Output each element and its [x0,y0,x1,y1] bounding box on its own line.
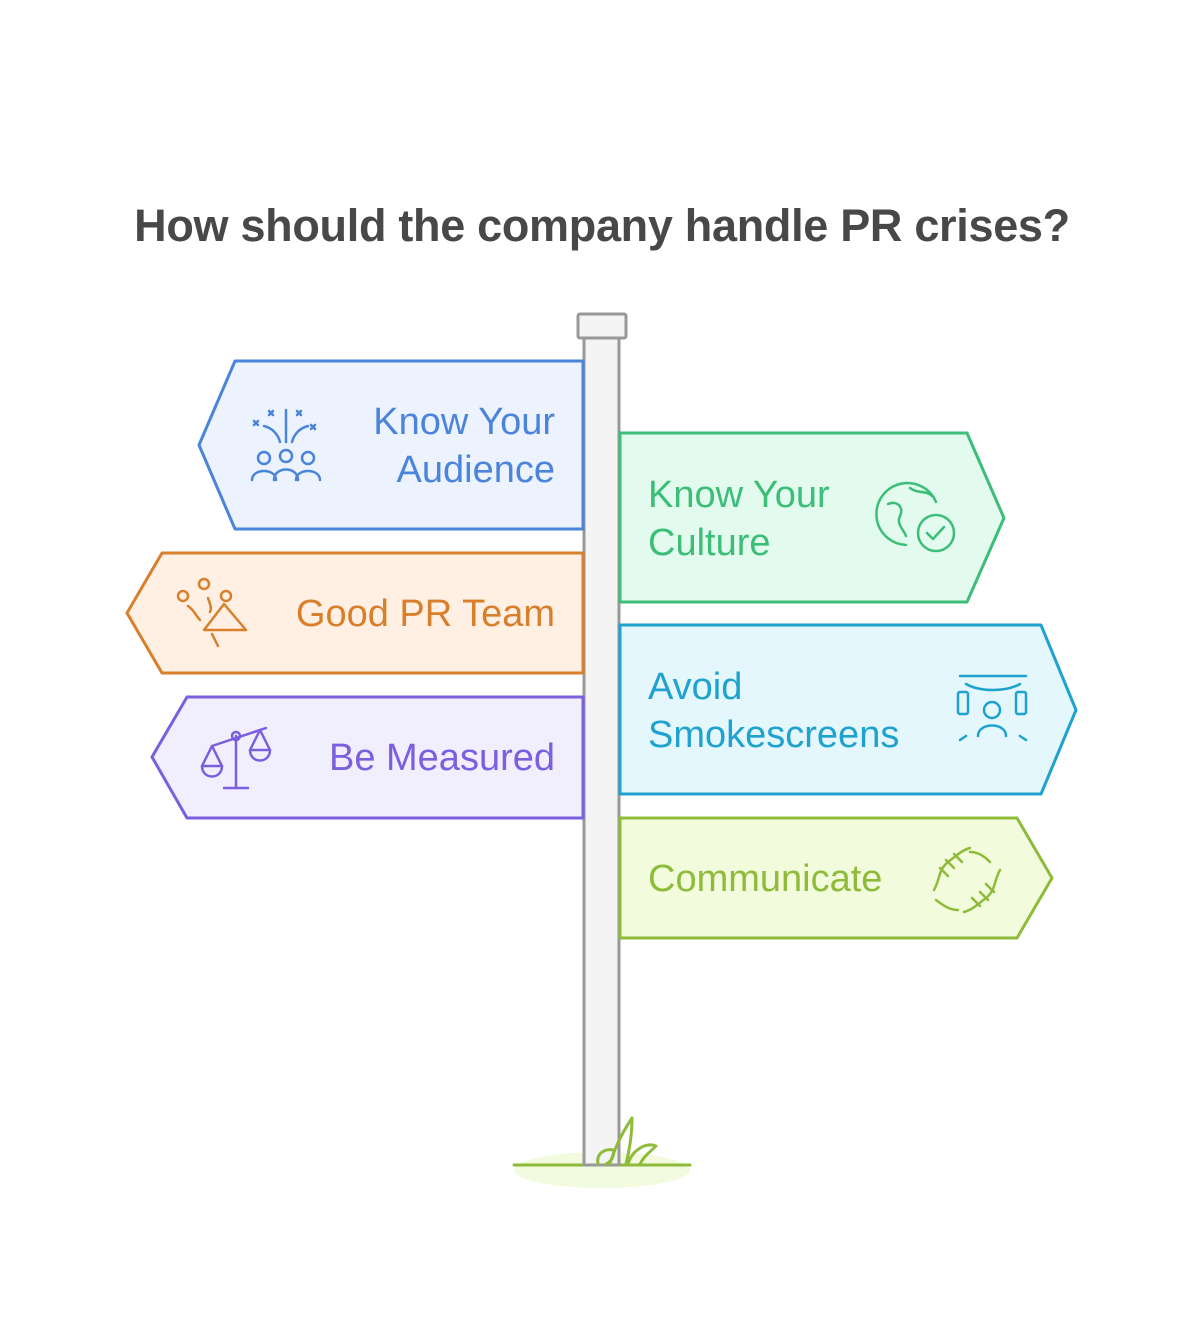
sign-label-line: Audience [397,449,555,491]
sign-good-pr-team: Good PR Team [125,551,585,675]
sign-label-line: Avoid [648,666,742,708]
sign-know-your-culture: Know Your Culture [618,431,1006,604]
sign-label-line: Smokescreens [648,714,899,756]
grass-tuft [596,1116,658,1166]
sign-label-line: Be Measured [329,737,555,779]
handshake-icon [932,846,1002,914]
sign-label-line: Know Your [373,401,555,443]
balance-scale-icon [200,726,272,790]
sign-know-your-audience: Know Your Audience [197,359,585,531]
diagram-title: How should the company handle PR crises? [134,200,1070,251]
ground-shadow [514,1152,690,1188]
sign-communicate: Communicate [618,816,1054,940]
audience-icon [250,408,322,482]
sign-label-line: Know Your [648,474,830,516]
sign-label-line: Good PR Team [296,593,555,635]
person-focus-icon [956,674,1028,742]
globe-check-icon [875,481,956,553]
sign-avoid-smokescreens: Avoid Smokescreens [618,623,1078,796]
sign-label-line: Communicate [648,858,882,900]
sign-label-line: Culture [648,522,771,564]
sign-be-measured: Be Measured [150,695,585,820]
signpost-cap [576,312,628,340]
megaphone-team-icon [176,577,248,648]
signpost-pole [582,334,621,1167]
